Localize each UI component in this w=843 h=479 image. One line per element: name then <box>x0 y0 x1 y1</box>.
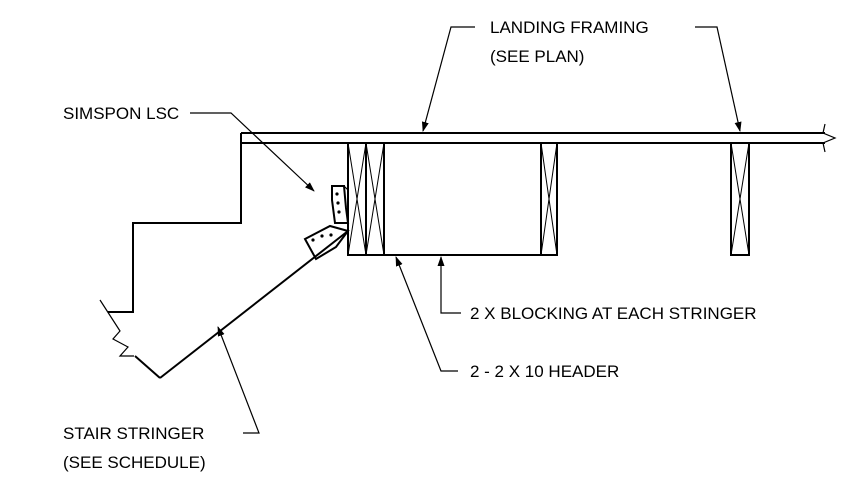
landing-joist <box>730 142 750 256</box>
leader-header <box>395 256 458 372</box>
label-simpson-lsc: SIMSPON LSC <box>63 104 179 123</box>
label-stair-stringer-line2: (SEE SCHEDULE) <box>63 453 206 472</box>
stair-stringer-profile <box>99 133 349 379</box>
label-header: 2 - 2 X 10 HEADER <box>470 362 619 381</box>
landing-subfloor <box>240 123 837 153</box>
double-header <box>347 142 385 256</box>
label-blocking: 2 X BLOCKING AT EACH STRINGER <box>470 304 757 323</box>
label-landing-framing-line2: (SEE PLAN) <box>490 47 584 66</box>
leader-stair-stringer <box>217 326 260 434</box>
blocking <box>384 142 558 256</box>
label-landing-framing-line1: LANDING FRAMING <box>490 18 649 37</box>
label-stair-stringer-line1: STAIR STRINGER <box>63 424 204 443</box>
leader-simpson-lsc <box>190 112 315 192</box>
leader-blocking <box>437 256 461 314</box>
leader-landing-framing <box>421 26 742 132</box>
